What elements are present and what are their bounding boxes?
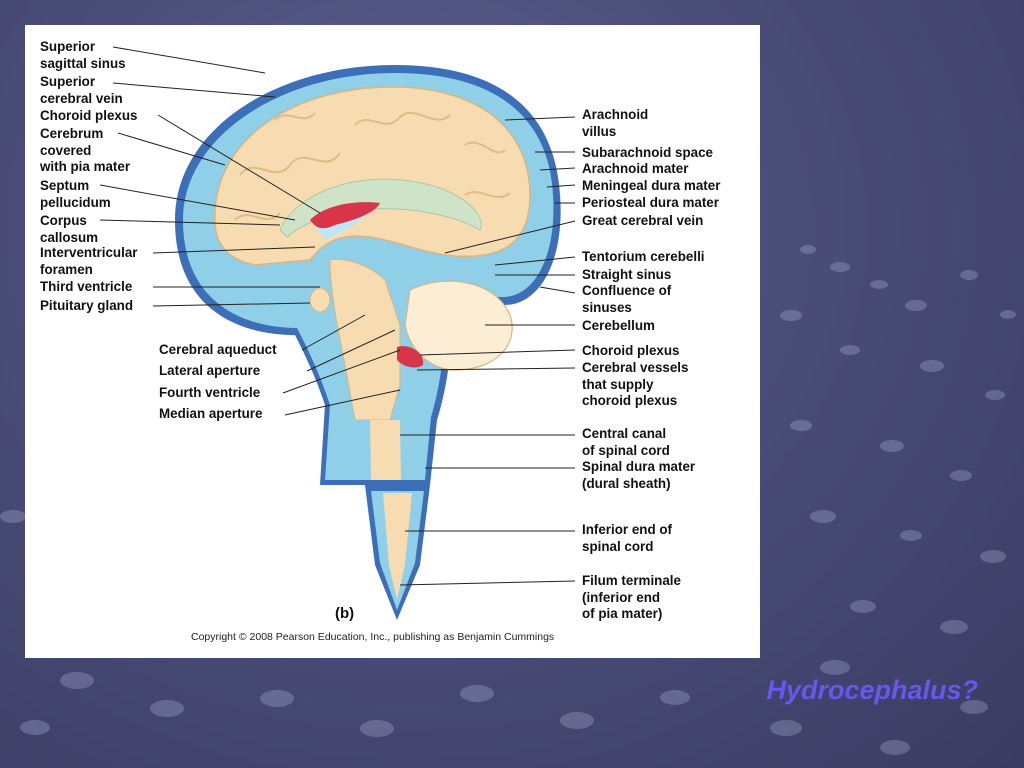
- label-straight-sinus: Straight sinus: [582, 267, 672, 282]
- panel-letter: (b): [335, 605, 355, 622]
- copyright-notice: Copyright © 2008 Pearson Education, Inc.…: [191, 631, 555, 643]
- label-third-ventricle: Third ventricle: [40, 279, 133, 294]
- leader-lines: [99, 46, 576, 586]
- label-cerebral-aqueduct: Cerebral aqueduct: [159, 342, 277, 357]
- label-superior-cerebral-vein: Superior cerebral vein: [40, 74, 123, 106]
- label-filum-terminale: Filum terminale (inferior end of pia mat…: [582, 573, 681, 621]
- label-meningeal-dura-mater: Meningeal dura mater: [582, 178, 721, 193]
- choroid-plexus-upper: [310, 202, 380, 229]
- label-cerebrum: Cerebrum covered with pia mater: [40, 126, 131, 174]
- gyri: [234, 111, 511, 221]
- label-arachnoid-villus: Arachnoid villus: [582, 107, 649, 139]
- label-choroid-plexus-right: Choroid plexus: [582, 343, 680, 358]
- label-superior-sagittal-sinus: Superior sagittal sinus: [40, 39, 126, 71]
- label-fourth-ventricle: Fourth ventricle: [159, 385, 261, 400]
- label-central-canal: Central canal of spinal cord: [582, 426, 670, 458]
- label-confluence-of-sinuses: Confluence of sinuses: [582, 283, 672, 315]
- label-subarachnoid-space: Subarachnoid space: [582, 145, 713, 160]
- inferior-spinal-cord: [383, 493, 412, 600]
- label-tentorium-cerebelli: Tentorium cerebelli: [582, 249, 705, 264]
- label-interventricular-foramen: Interventricular foramen: [40, 245, 138, 277]
- label-corpus-callosum: Corpus callosum: [40, 213, 99, 245]
- figure-panel: Superior sagittal sinus Superior cerebra…: [25, 25, 760, 658]
- label-septum-pellucidum: Septum pellucidum: [40, 178, 111, 210]
- choroid-plexus-lower: [397, 346, 424, 368]
- label-arachnoid-mater: Arachnoid mater: [582, 161, 689, 176]
- label-spinal-dura-mater: Spinal dura mater (dural sheath): [582, 459, 696, 491]
- label-periosteal-dura-mater: Periosteal dura mater: [582, 195, 719, 210]
- label-median-aperture: Median aperture: [159, 406, 263, 421]
- slide-title: Hydrocephalus?: [766, 675, 978, 705]
- cerebellum: [404, 280, 513, 371]
- label-choroid-plexus-left: Choroid plexus: [40, 108, 138, 123]
- label-inferior-end-spinal-cord: Inferior end of spinal cord: [582, 522, 673, 554]
- pituitary-gland: [309, 287, 331, 313]
- label-pituitary-gland: Pituitary gland: [40, 298, 134, 313]
- label-cerebral-vessels: Cerebral vessels that supply choroid ple…: [582, 360, 689, 408]
- label-cerebellum: Cerebellum: [582, 318, 655, 333]
- label-great-cerebral-vein: Great cerebral vein: [582, 213, 704, 228]
- label-lateral-aperture: Lateral aperture: [159, 363, 261, 378]
- cns-meninges-diagram: [99, 46, 576, 620]
- spinal-cord: [370, 420, 401, 480]
